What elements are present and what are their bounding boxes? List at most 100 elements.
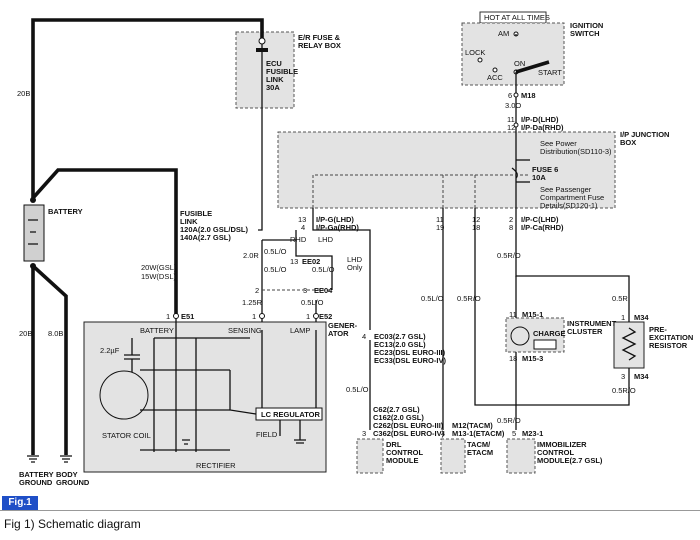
figure-badge: Fig.1 <box>2 496 38 510</box>
tacm-label-2: ETACM <box>467 448 493 457</box>
wire-80b-label: 8.0B <box>48 329 63 338</box>
fusible-label-2: LINK <box>180 217 198 226</box>
power-dist-label-2: Distribution(SD110-3) <box>540 147 612 156</box>
field-label: FIELD <box>256 430 278 439</box>
er-fuse-label-2: RELAY BOX <box>298 41 341 50</box>
pre-excitation-label-3: RESISTOR <box>649 341 688 350</box>
ecu-fuse-label-4: 30A <box>266 83 280 92</box>
pass-label-3: Details(SD120-1) <box>540 201 598 210</box>
wire-battery-main <box>31 18 264 200</box>
ee02-pin: 13 <box>290 257 298 266</box>
fusible-label-1: FUSIBLE <box>180 209 212 218</box>
fuse6-amp-label: 10A <box>532 173 546 182</box>
figure-caption: Fig 1) Schematic diagram <box>4 517 141 531</box>
ec13-label: EC13(2.0 GSL) <box>374 340 426 349</box>
m231-label: M23-1 <box>522 429 543 438</box>
drl-module-box <box>356 438 384 474</box>
wire-20r-label: 2.0R <box>243 251 259 260</box>
j-pin11: 11 <box>436 215 444 224</box>
ee02-label: EE02 <box>302 257 320 266</box>
fusible-label-4: 140A(2.7 GSL) <box>180 233 231 242</box>
capacitor-label: 2.2µF <box>100 346 120 355</box>
m131-label: M13-1(ETACM) <box>452 429 505 438</box>
m18-pin: 6 <box>508 91 512 100</box>
immobilizer-label-3: MODULE(2.7 GSL) <box>537 456 603 465</box>
lock-label: LOCK <box>465 48 485 57</box>
body-ground-label-2: GROUND <box>56 478 90 487</box>
generator-box <box>83 321 327 473</box>
ipc-pin2: 8 <box>509 223 513 232</box>
wire-20b-label: 20B <box>19 329 32 338</box>
tacm-label-1: TACM/ <box>467 440 491 449</box>
fuse6-label: FUSE 6 <box>532 165 558 174</box>
pass-label-1: See Passenger <box>540 185 592 194</box>
j-pin12: 12 <box>472 215 480 224</box>
m153-pin: 18 <box>509 354 517 363</box>
ipg-pin2: 4 <box>301 223 305 232</box>
drl-pin: 3 <box>362 429 366 438</box>
wire-05ro-b-label: 0.5R/O <box>497 251 521 260</box>
immobilizer-label-1: IMMOBILIZER <box>537 440 587 449</box>
ipg-lhd-label: I/P-G(LHD) <box>316 215 354 224</box>
c162-label: C162(2.0 GSL) <box>373 413 424 422</box>
pre-excitation-label-1: PRE- <box>649 325 667 334</box>
wire-125r-label: 1.25R <box>242 298 263 307</box>
wire-05ro-c-label: 0.5R/O <box>612 386 636 395</box>
ipg-pin1: 13 <box>298 215 306 224</box>
wire-05ro-d-label: 0.5R/O <box>497 416 521 425</box>
e52-label: E52 <box>319 312 332 321</box>
lhd-label: LHD <box>318 235 334 244</box>
drl-label-2: CONTROL <box>386 448 423 457</box>
ipc-lhd-label: I/P-C(LHD) <box>521 215 559 224</box>
hot-at-all-times-label: HOT AT ALL TIMES <box>484 13 550 22</box>
wire-body-ground <box>31 264 68 455</box>
sensing-label: SENSING <box>228 326 262 335</box>
m18-label: M18 <box>521 91 536 100</box>
pass-label-2: Compartment Fuse <box>540 193 604 202</box>
ignition-label-1: IGNITION <box>570 21 603 30</box>
tacm-pin: 4 <box>441 429 445 438</box>
ecu-fuse-label-1: ECU <box>266 59 282 68</box>
m34-label-a: M34 <box>634 313 649 322</box>
wire-05lo-b-label: 0.5L/O <box>264 265 287 274</box>
generator-label-1: GENER- <box>328 321 358 330</box>
m151-pin: 11 <box>509 310 517 319</box>
pre-excitation-box <box>613 321 645 369</box>
ipd-lhd-label: I/P-D(LHD) <box>521 115 559 124</box>
er-fuse-relay-box <box>235 31 295 109</box>
stator-coil-label: STATOR COIL <box>102 431 151 440</box>
wire-20w-label: 20W(GSL) <box>141 263 177 272</box>
ipd-pin2: 12 <box>507 123 515 132</box>
ipj-label-1: I/P JUNCTION <box>620 130 669 139</box>
pin-3-label: 3 <box>303 286 307 295</box>
wire-15w-label: 15W(DSL) <box>141 272 177 281</box>
battery-ground-label-1: BATTERY <box>19 470 54 479</box>
body-ground-label-1: BODY <box>56 470 78 479</box>
caption-divider <box>0 510 700 511</box>
m34-label-b: M34 <box>634 372 649 381</box>
ip-junction-box <box>277 131 616 209</box>
ipc-pin1: 2 <box>509 215 513 224</box>
wire-05lo-f-label: 0.5L/O <box>421 294 444 303</box>
wire-battery-to-fusible <box>31 168 178 316</box>
wire-30o-label: 3.0O <box>505 101 521 110</box>
wire-05r-label: 0.5R <box>612 294 628 303</box>
immobilizer-box <box>506 438 536 474</box>
ecu-fuse-label-2: FUSIBLE <box>266 67 298 76</box>
wire-05lo-a-label: 0.5L/O <box>264 247 287 256</box>
start-label: START <box>538 68 562 77</box>
j-pin18: 18 <box>472 223 480 232</box>
ipg-rhd-label: I/P-Ga(RHD) <box>316 223 359 232</box>
ipd-pin1: 11 <box>507 115 515 124</box>
e51-label: E51 <box>181 312 194 321</box>
ignition-label-2: SWITCH <box>570 29 600 38</box>
tacm-box <box>440 438 466 474</box>
rectifier-label: RECTIFIER <box>196 461 236 470</box>
am-label: AM <box>498 29 509 38</box>
pre-excitation-label-2: EXCITATION <box>649 333 693 342</box>
pin-1b-label: 1 <box>252 312 256 321</box>
ipj-label-2: BOX <box>620 138 636 147</box>
generator-label-2: ATOR <box>328 329 349 338</box>
lc-regulator-label: LC REGULATOR <box>261 410 320 419</box>
